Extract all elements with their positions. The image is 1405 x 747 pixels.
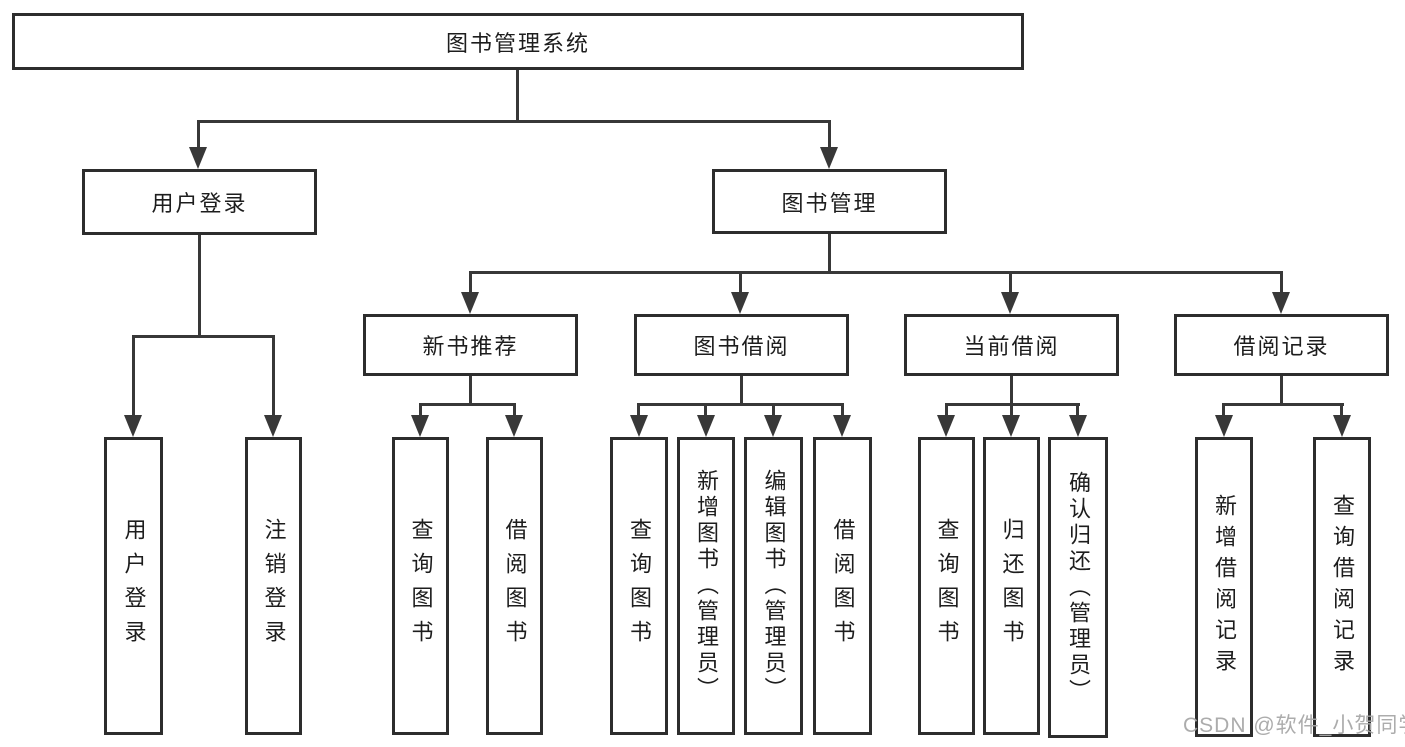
arrowhead-down-icon [1001,292,1019,314]
connector-line [197,120,831,123]
connector-line [637,403,844,406]
node-book-borrow-label: 图书借阅 [693,334,790,359]
arrowhead-down-icon [264,415,282,437]
connector-line [1009,271,1012,294]
node-leaf-return-books: 归还图书 [983,437,1040,735]
node-book-management: 图书管理 [712,169,947,234]
arrowhead-down-icon [411,415,429,437]
connector-line [132,335,274,338]
connector-line [419,403,422,417]
node-user-login: 用户登录 [82,169,317,235]
arrowhead-down-icon [764,415,782,437]
connector-line [945,403,948,417]
node-borrow-records-label: 借阅记录 [1233,334,1330,359]
connector-line [1222,403,1344,406]
node-current-borrow-label: 当前借阅 [963,334,1060,359]
connector-line [469,271,1282,274]
node-user-login-label: 用户登录 [151,191,248,216]
node-leaf-query-books-2-label: 查询图书 [627,518,652,654]
arrowhead-down-icon [461,292,479,314]
node-book-borrow: 图书借阅 [634,314,849,376]
node-leaf-query-borrow-record: 查询借阅记录 [1313,437,1371,737]
node-leaf-add-books-admin: 新增图书（管理员） [677,437,735,735]
connector-line [841,403,844,417]
arrowhead-down-icon [820,147,838,169]
arrowhead-down-icon [731,292,749,314]
node-leaf-query-books-3: 查询图书 [918,437,975,735]
arrowhead-down-icon [1272,292,1290,314]
arrowhead-down-icon [1069,415,1087,437]
node-leaf-query-books-2: 查询图书 [610,437,668,735]
connector-line [1280,376,1283,406]
connector-line [739,271,742,294]
node-leaf-borrow-books-1-label: 借阅图书 [502,518,528,654]
connector-line [513,403,516,417]
node-leaf-logout: 注销登录 [245,437,302,735]
node-new-book-recommend-label: 新书推荐 [422,334,519,359]
node-leaf-logout-label: 注销登录 [261,518,287,654]
connector-line [704,403,707,417]
node-leaf-add-borrow-record: 新增借阅记录 [1195,437,1253,737]
node-root: 图书管理系统 [12,13,1024,70]
arrowhead-down-icon [697,415,715,437]
connector-line [197,120,200,150]
connector-line [272,335,275,417]
connector-line [772,403,775,417]
node-leaf-borrow-books-1: 借阅图书 [486,437,543,735]
node-leaf-edit-books-admin: 编辑图书（管理员） [744,437,803,735]
connector-line [1010,376,1013,406]
connector-line [132,335,135,417]
node-leaf-query-books-3-label: 查询图书 [934,518,960,654]
node-book-management-label: 图书管理 [781,190,878,216]
connector-line [1010,403,1013,417]
node-leaf-confirm-return-admin: 确认归还（管理员） [1048,437,1108,738]
arrowhead-down-icon [124,415,142,437]
connector-line [1340,403,1343,417]
node-new-book-recommend: 新书推荐 [363,314,578,376]
node-borrow-records: 借阅记录 [1174,314,1389,376]
node-leaf-confirm-return-admin-label: 确认归还（管理员） [1066,470,1091,705]
node-root-label: 图书管理系统 [445,30,590,56]
connector-line [1280,271,1283,294]
node-leaf-borrow-books-2: 借阅图书 [813,437,872,735]
connector-line [469,271,472,294]
arrowhead-down-icon [189,147,207,169]
arrowhead-down-icon [833,415,851,437]
connector-line [828,234,831,274]
node-leaf-query-books-1-label: 查询图书 [408,518,434,654]
connector-line [469,376,472,406]
arrowhead-down-icon [630,415,648,437]
node-leaf-return-books-label: 归还图书 [999,518,1025,654]
arrowhead-down-icon [1002,415,1020,437]
csdn-watermark: CSDN @软件_小贺同学 [1183,714,1405,737]
node-leaf-edit-books-admin-label: 编辑图书（管理员） [761,469,787,703]
connector-line [1076,403,1079,417]
node-leaf-query-books-1: 查询图书 [392,437,449,735]
connector-line [198,235,201,338]
connector-line [419,403,516,406]
connector-line [828,120,831,150]
arrowhead-down-icon [937,415,955,437]
connector-line [637,403,640,417]
arrowhead-down-icon [1333,415,1351,437]
connector-line [740,376,743,406]
node-leaf-add-borrow-record-label: 新增借阅记录 [1212,494,1237,680]
connector-line [516,70,519,123]
node-current-borrow: 当前借阅 [904,314,1119,376]
node-leaf-user-login-label: 用户登录 [121,518,147,654]
arrowhead-down-icon [1215,415,1233,437]
node-leaf-query-borrow-record-label: 查询借阅记录 [1330,494,1355,680]
node-leaf-user-login: 用户登录 [104,437,163,735]
node-leaf-borrow-books-2-label: 借阅图书 [830,518,856,654]
node-leaf-add-books-admin-label: 新增图书（管理员） [694,469,719,703]
arrowhead-down-icon [505,415,523,437]
connector-line [1222,403,1225,417]
